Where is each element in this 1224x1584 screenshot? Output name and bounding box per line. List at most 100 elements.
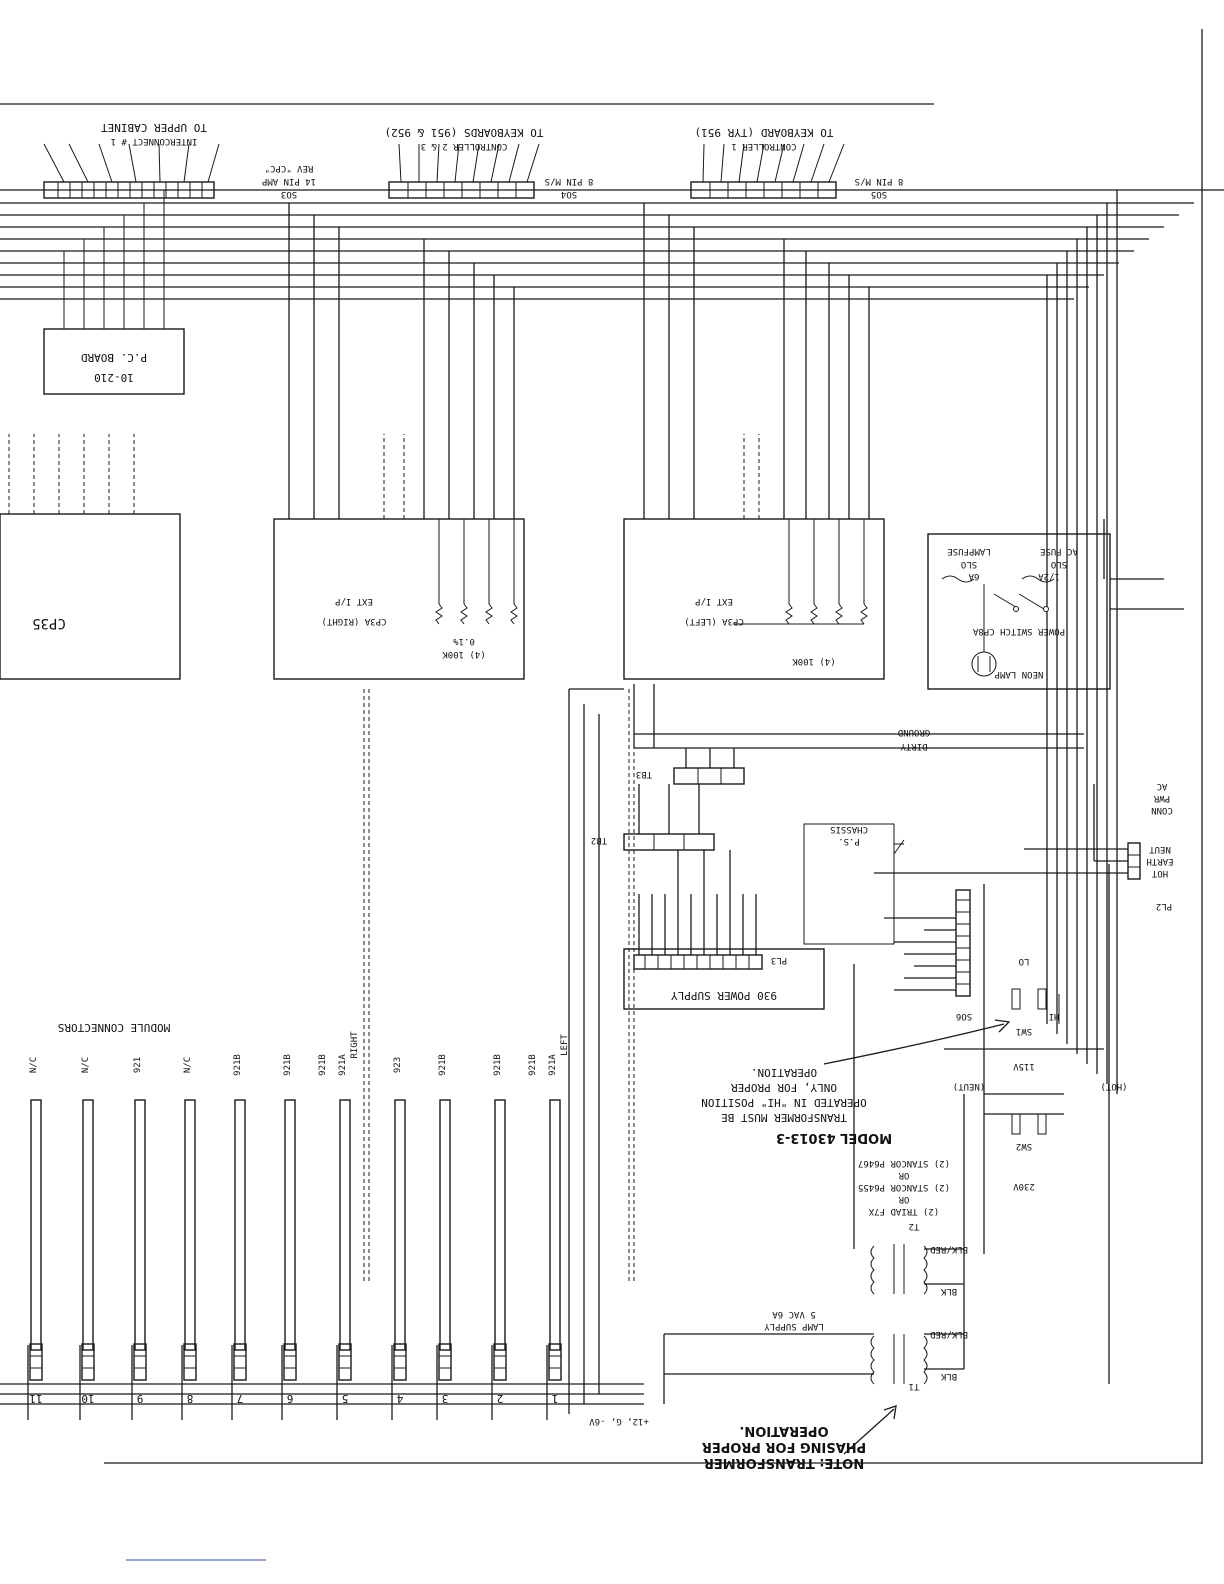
- module-supply-label: +12, G, -6V: [589, 1416, 649, 1426]
- hi-label: HI: [1049, 1011, 1060, 1021]
- module-pins-8: [183, 1343, 197, 1381]
- t2-or2: OR: [898, 1170, 909, 1180]
- module-slot-2: [494, 1099, 506, 1351]
- so5-title: TO KEYBOARD (TYR 951): [694, 126, 833, 139]
- module-slot-number: 11: [29, 1392, 42, 1405]
- module-type-label: 921B: [233, 1054, 243, 1076]
- neon-lamp-label: NEON LAMP: [994, 669, 1043, 679]
- module-type-label: 921B: [283, 1054, 293, 1076]
- t1-label: T1: [909, 1381, 920, 1391]
- dirty-label: DIRTY: [900, 741, 928, 751]
- so5-pins: [709, 182, 819, 198]
- module-slot-number: 10: [81, 1392, 94, 1405]
- note-model: MODEL 43013-3: [776, 1130, 892, 1145]
- tb3-label: TB3: [636, 769, 652, 779]
- module-slot-number: 9: [137, 1392, 144, 1405]
- module-slot-number: 1: [552, 1392, 559, 1405]
- so4-connector: [388, 143, 540, 199]
- module-slot-number: 5: [342, 1392, 349, 1405]
- module-type-label: 921B: [438, 1054, 448, 1076]
- so3-name: SO3: [281, 189, 297, 199]
- phasing-note-2: PHASING FOR PROPER: [702, 1439, 866, 1454]
- module-type-label: N/C: [29, 1057, 39, 1073]
- module-slot-number: 4: [396, 1392, 403, 1405]
- so3-subtitle: INTERCONNECT # 1: [111, 136, 198, 146]
- tb3: [673, 748, 745, 785]
- so3-desc1: 14 PIN AMP: [261, 176, 316, 186]
- pl3-label: PL3: [771, 955, 787, 965]
- chassis-label: CHASSIS: [830, 824, 868, 834]
- t2-triad: (2) TRIAD F7X: [868, 1206, 939, 1216]
- module-feeds: [0, 688, 644, 1414]
- module-pins-11: [29, 1343, 43, 1381]
- transformer-t2: [870, 1244, 928, 1295]
- cp3a-left-label: CP3A (LEFT): [684, 616, 744, 626]
- module-slot-3: [439, 1099, 451, 1351]
- lamp-fuse-slo: SLO: [961, 559, 977, 569]
- ps-label: P.S.: [838, 836, 860, 846]
- pl2-connector: [874, 784, 1141, 880]
- cp3a-right-label: CP3A (RIGHT): [321, 616, 386, 626]
- ac-label: AC: [1157, 781, 1168, 791]
- ps-chassis: [803, 823, 905, 945]
- t2-stancor2: (2) STANCOR P6467: [858, 1158, 950, 1168]
- module-type-label: 923: [393, 1057, 403, 1073]
- module-pins-10: [81, 1343, 95, 1381]
- module-slot-number: 6: [287, 1392, 294, 1405]
- module-slot-8: [184, 1099, 196, 1351]
- phasing-note-arrow: [843, 1405, 897, 1455]
- switch-sw1: [944, 988, 1104, 1050]
- module-slot-4: [394, 1099, 406, 1351]
- v115-label: 115V: [1013, 1061, 1035, 1071]
- module-slot-number: 2: [497, 1392, 504, 1405]
- module-type-label: 921: [133, 1057, 143, 1073]
- so3-connector: [43, 143, 220, 199]
- t2-stancor1: (2) STANCOR P6455: [858, 1182, 950, 1192]
- note-line3: OPERATED IN "HI" POSITION: [701, 1096, 867, 1109]
- module-pins-9: [133, 1343, 147, 1381]
- neut-label: (NEUT): [953, 1081, 986, 1091]
- module-type-label: 921A: [338, 1054, 348, 1076]
- module-pins-5: [338, 1343, 352, 1381]
- sw1-label: SW1: [1016, 1026, 1032, 1036]
- so3-desc2: REV "CPC": [265, 163, 314, 173]
- so5-name: SO5: [871, 189, 887, 199]
- blk-2: BLK: [940, 1286, 957, 1296]
- ground-label: GROUND: [898, 727, 931, 737]
- hot-label: (HOT): [1100, 1081, 1127, 1091]
- t2-label: T2: [909, 1221, 920, 1231]
- module-pins-7: [233, 1343, 247, 1381]
- module-type-label: N/C: [183, 1057, 193, 1073]
- lamp-fuse-value: 6A: [968, 571, 979, 581]
- module-extra-label: 921B: [318, 1054, 328, 1076]
- module-pins-6: [283, 1343, 297, 1381]
- so6-label: SO6: [956, 1011, 972, 1021]
- cp35-label: CP35: [32, 615, 66, 631]
- cp8a-power-switch: [927, 519, 1184, 690]
- module-slot-11: [30, 1099, 42, 1351]
- lamp-fuse-label: LAMPFUSE: [947, 546, 990, 556]
- transformer-wiring: [663, 964, 965, 1404]
- ps930-label: 930 POWER SUPPLY: [671, 989, 777, 1002]
- cp3a-right-tol: 0.1%: [453, 636, 475, 646]
- so5-desc: 8 PIN M/S: [855, 176, 904, 186]
- sheet-border: [0, 29, 1203, 1561]
- so5-connector: [690, 143, 845, 199]
- cp3a-left-res: (4) 100K: [792, 656, 836, 666]
- note-line2: TRANSFORMER MUST BE: [721, 1111, 847, 1124]
- tb2: [623, 784, 715, 851]
- cp3a-left-box: [623, 203, 885, 680]
- main-harness: [0, 189, 1224, 1094]
- module-pins-2: [493, 1343, 507, 1381]
- dirty-ground-wire: [633, 684, 1084, 749]
- module-type-label: 921A: [548, 1054, 558, 1076]
- pwr-label: PWR: [1153, 793, 1170, 803]
- blk-1: BLK: [940, 1371, 957, 1381]
- ac-hot: HOT: [1151, 868, 1168, 878]
- power-switch-label: POWER SWITCH CP8A: [972, 626, 1065, 636]
- ac-earth: EARTH: [1146, 856, 1173, 866]
- module-slot-number: 7: [237, 1392, 244, 1405]
- phasing-note-1: NOTE: TRANSFORMER: [704, 1455, 864, 1470]
- so4-desc: 8 PIN M/S: [545, 176, 594, 186]
- t2-or1: OR: [898, 1194, 909, 1204]
